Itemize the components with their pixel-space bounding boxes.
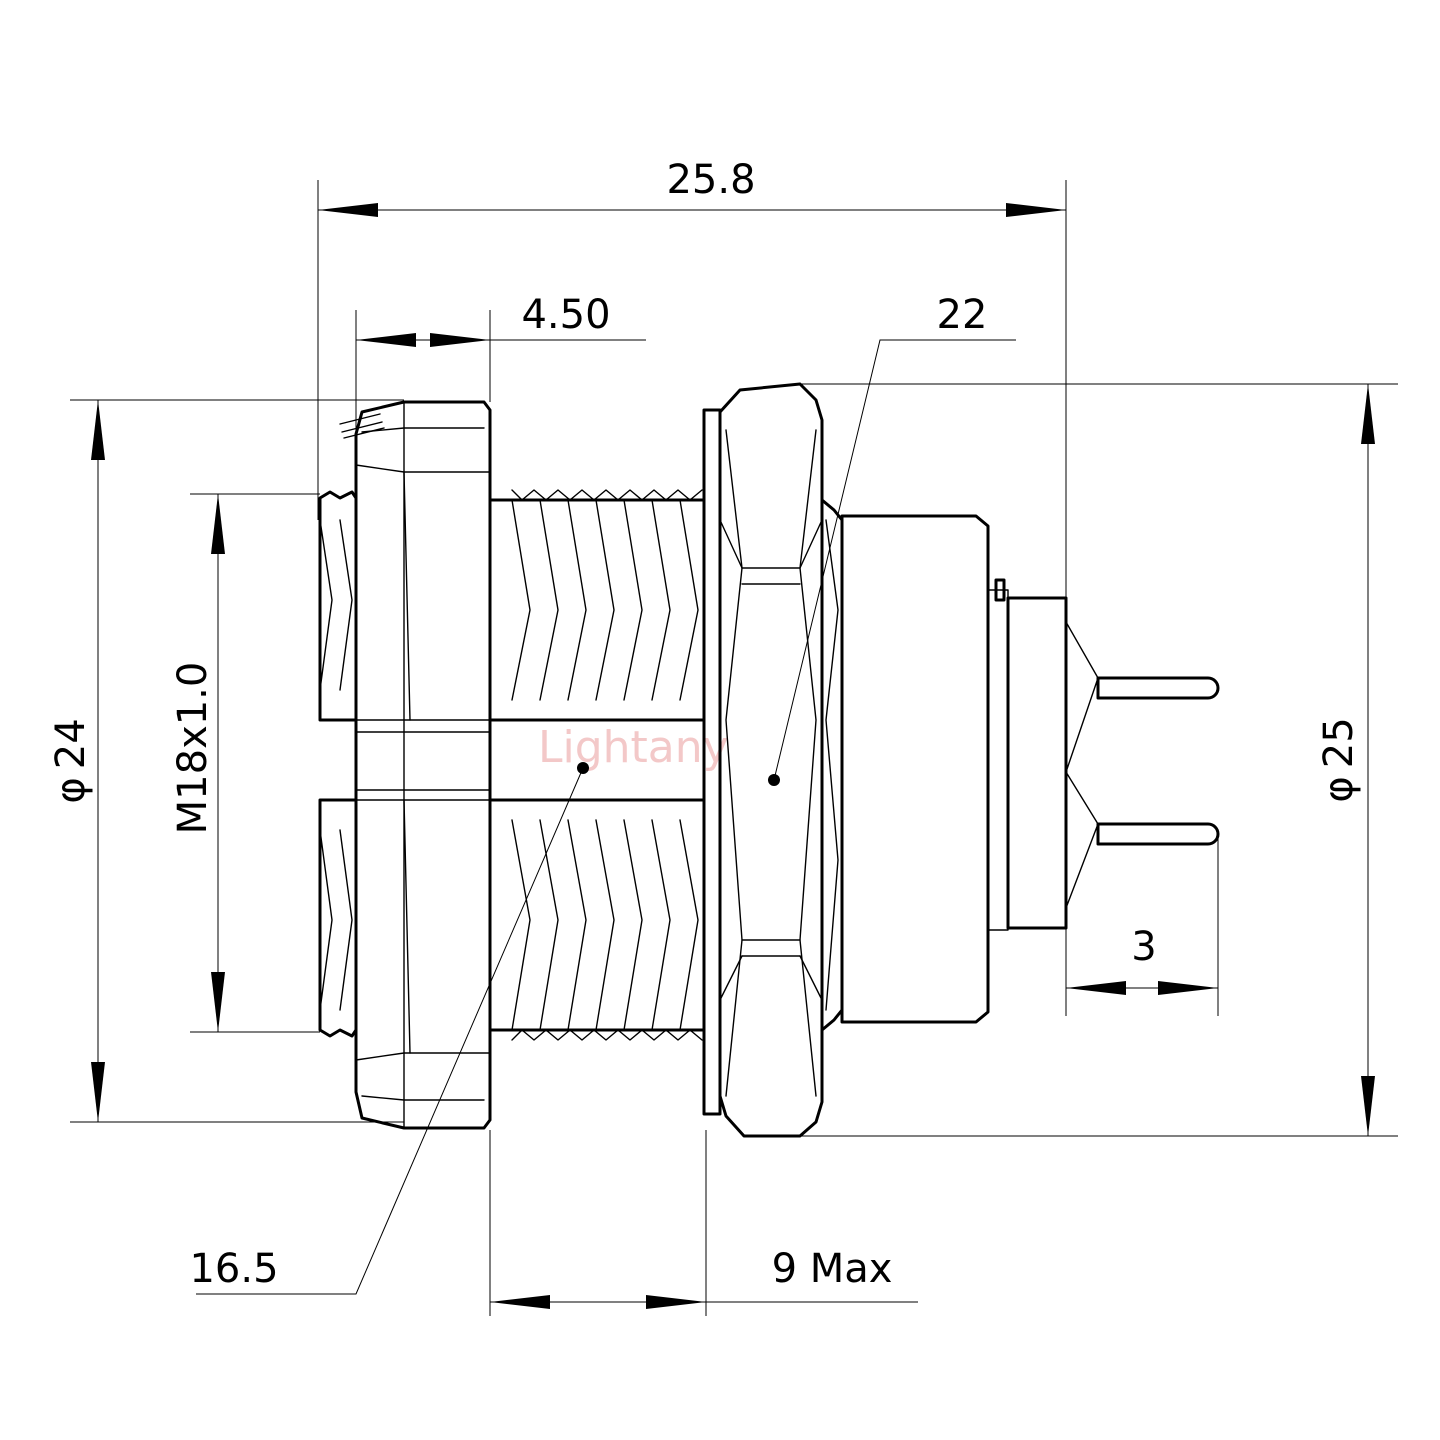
rear-body	[840, 514, 1099, 1024]
dim-thread-diameter-label: 16.5	[189, 1246, 278, 1292]
dim-thread-spec: M18x1.0	[170, 493, 320, 1033]
dim-hex-label: 22	[937, 292, 988, 338]
front-nut	[339, 400, 492, 1130]
svg-text:φ24: φ 24	[48, 718, 94, 803]
dim-outer-diameter-right-label: 25	[1316, 717, 1362, 768]
diameter-symbol-left: φ	[48, 777, 94, 803]
dim-pin-length-label: 3	[1131, 924, 1156, 970]
connector-body	[318, 382, 1220, 1138]
contact-pins	[1096, 676, 1220, 846]
dim-hex-leader: 22	[773, 292, 1016, 781]
rear-thread-ring	[821, 498, 844, 1032]
dim-outer-diameter-right: φ 25	[800, 383, 1398, 1137]
dim-thread-spec-label: M18x1.0	[170, 662, 216, 835]
dim-thread-diameter-leader: 16.5	[189, 767, 584, 1295]
dim-overall-length-label: 25.8	[666, 157, 755, 203]
dim-nut-thickness-label: 4.50	[521, 292, 610, 338]
front-thread-stub	[318, 490, 358, 1038]
dim-panel-thickness-label: 9 Max	[772, 1246, 893, 1292]
dim-nut-thickness: 4.50	[355, 292, 646, 434]
diameter-symbol-right: φ	[1316, 776, 1362, 802]
watermark: Lightany	[538, 722, 729, 773]
threaded-shell	[490, 489, 706, 1041]
hex-nut	[718, 382, 824, 1138]
svg-text:φ25: φ 25	[1316, 717, 1362, 802]
dim-panel-thickness: 9 Max	[489, 1130, 918, 1316]
dim-pin-length: 3	[1065, 836, 1219, 1016]
dim-outer-diameter-left-label: 24	[48, 718, 94, 769]
dim-overall-length: 25.8	[317, 157, 1067, 598]
panel-washer	[702, 408, 722, 1116]
dim-outer-diameter-left: φ 24	[48, 399, 404, 1123]
